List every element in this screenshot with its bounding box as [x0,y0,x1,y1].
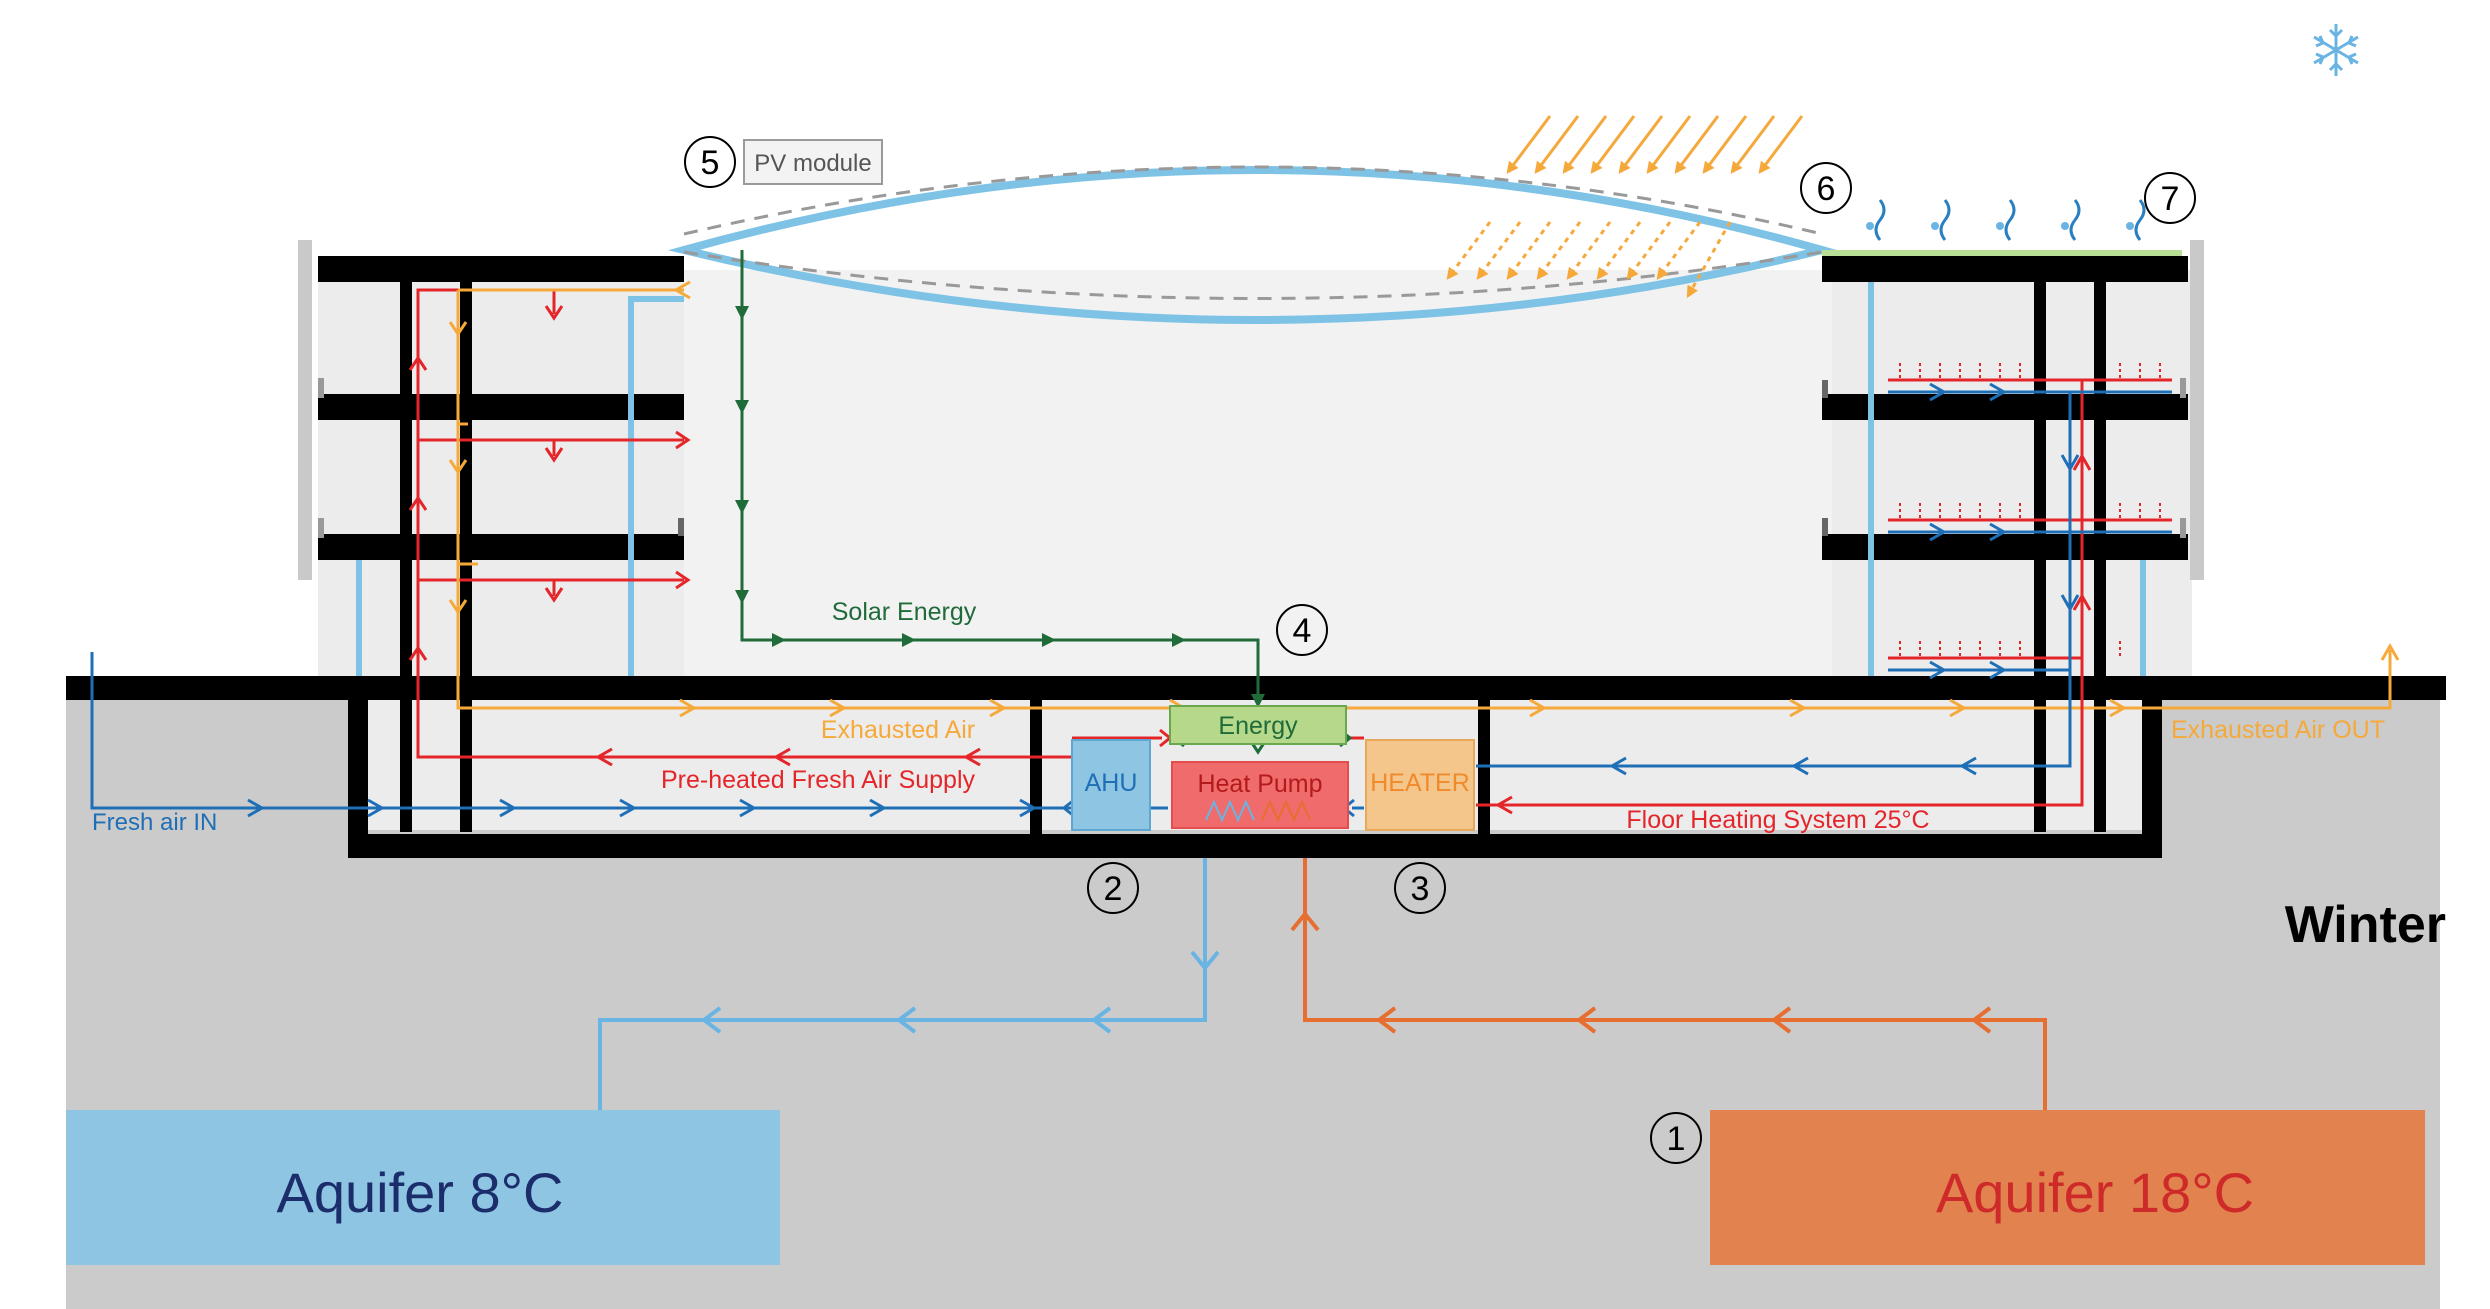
pv-module-label: PV module [754,150,871,177]
sun-rays-transmitted [1446,221,1732,299]
warm-aquifer-label: Aquifer 18°C [1936,1161,2254,1224]
exhausted-air-out-label: Exhausted Air OUT [2171,716,2385,744]
svg-text:2: 2 [1104,870,1123,908]
solar-energy-line [740,250,1260,706]
svg-text:7: 7 [2161,180,2180,218]
floor-heating-arrows [1608,382,2080,776]
floor-heating-label: Floor Heating System 25°C [1626,806,1929,834]
heater-box [1365,739,1475,831]
svg-text:6: 6 [1817,170,1836,208]
heat-pump-coil-cold [1205,799,1255,823]
ahu-label: AHU [1085,769,1138,797]
warm-pipe-arrows [1290,910,1992,1034]
facade-panels [298,240,2204,580]
energy-box [1169,705,1347,745]
heat-pump-box [1171,761,1349,829]
building-interior-atrium [684,270,1832,690]
ahu-box [1071,739,1151,831]
exhaust-branches [458,422,478,566]
marker-2: 2 [1087,862,1139,914]
marker-6: 6 [1800,162,1852,214]
green-roof-dots [1866,222,2134,230]
snowflake-icon [2313,24,2359,76]
marker-7: 7 [2144,172,2196,224]
exhaust-arrows [448,280,2400,718]
warm-pipe [1303,835,2047,1110]
green-roof [1822,250,2182,256]
marker-4: 4 [1276,604,1328,656]
radiant-heat-marks [1899,360,2161,656]
fresh-air-arrows [247,798,1038,818]
cold-pipe [598,835,1207,1110]
cold-aquifer [66,1110,780,1265]
svg-text:4: 4 [1293,612,1312,650]
exhausted-air-label: Exhausted Air [821,716,975,744]
glazing [356,282,2146,676]
green-roof-evaporation [1874,199,2146,241]
floor-heating-return [1476,390,2172,768]
building-interior-left [318,270,684,690]
supply-air-duct [416,288,1072,759]
heat-pump-coil-warm [1261,799,1311,823]
floor-heating-supply [1476,378,2172,807]
cold-pipe-arrows [700,950,1220,1034]
supply-branches [418,438,684,596]
heat-pump-label: Heat Pump [1197,770,1322,798]
energy-label: Energy [1218,712,1298,740]
pv-module-tag [743,139,883,185]
marker-1: 1 [1650,1112,1702,1164]
marker-5: 5 [684,136,736,188]
building-structure [66,256,2446,858]
supply-label: Pre-heated Fresh Air Supply [661,766,976,794]
supply-arrows [408,305,981,767]
solar-arrows [735,306,1265,708]
svg-text:1: 1 [1667,1120,1686,1158]
pv-dashed-upper [683,165,1823,236]
heater-label: HEATER [1370,769,1470,797]
cold-aquifer-label: Aquifer 8°C [277,1161,564,1224]
fresh-air-in-pipe [90,652,1165,810]
building-interior-right [1832,270,2192,690]
svg-text:3: 3 [1411,870,1430,908]
svg-text:5: 5 [701,144,720,182]
marker-3: 3 [1394,862,1446,914]
floor-heating-red-arrows [1494,452,2092,815]
pv-dashed-lower [683,250,1823,300]
solar-energy-label: Solar Energy [832,598,977,626]
warm-aquifer [1710,1110,2425,1265]
season-label: Winter [2285,896,2446,954]
exhaust-air-main [456,290,2392,710]
sun-rays [1506,115,1804,174]
fresh-air-in-label: Fresh air IN [92,809,217,836]
